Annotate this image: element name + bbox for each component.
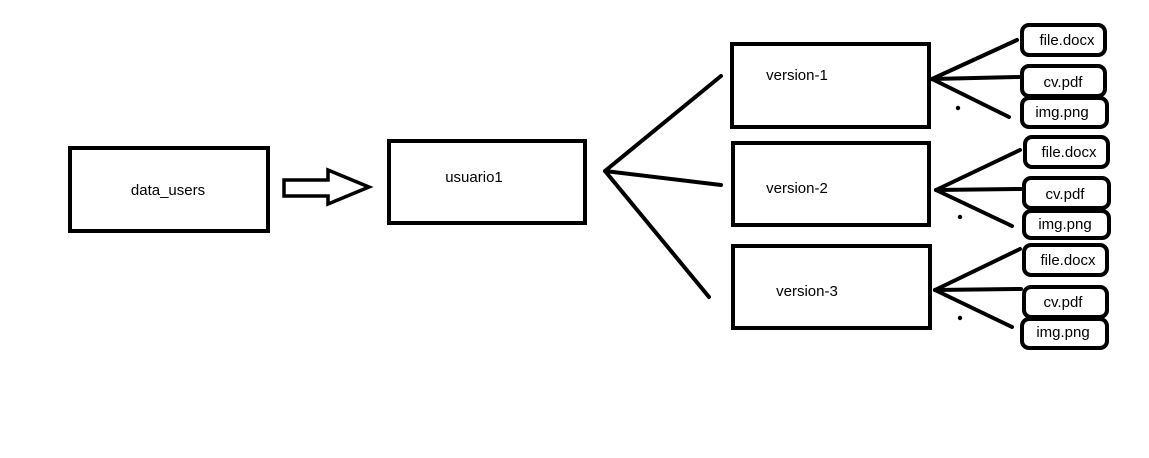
file-node — [1022, 176, 1111, 210]
version-group: version-3 file.docx cv.pdf img.png — [731, 243, 1109, 350]
file-label: cv.pdf — [1044, 74, 1084, 91]
branch-line-version-1 — [603, 74, 723, 173]
version-label: version-2 — [766, 180, 828, 197]
version-box — [731, 141, 931, 227]
file-label: img.png — [1038, 216, 1091, 233]
file-label: file.docx — [1040, 252, 1096, 269]
file-branch-line — [934, 187, 1023, 192]
data-users-label: data_users — [131, 182, 205, 199]
file-branch-line — [934, 188, 1014, 228]
version-box — [731, 244, 932, 330]
file-branch-line — [933, 288, 1014, 329]
usuario1-label: usuario1 — [445, 169, 503, 186]
file-branch-line — [930, 75, 1021, 81]
file-label: cv.pdf — [1044, 294, 1084, 311]
file-branch-line — [930, 38, 1019, 81]
file-label: img.png — [1036, 324, 1089, 341]
file-branch-line — [933, 287, 1023, 292]
file-node — [1020, 96, 1109, 129]
version-group: version-1 file.docx cv.pdf img.png — [730, 23, 1109, 129]
ellipsis-dot — [957, 315, 963, 321]
file-label: file.docx — [1041, 144, 1097, 161]
file-node — [1023, 135, 1110, 169]
version-group: version-2 file.docx cv.pdf img.png — [731, 135, 1111, 240]
file-node — [1020, 317, 1109, 350]
file-node — [1022, 243, 1109, 277]
file-label: file.docx — [1039, 32, 1095, 49]
version-label: version-3 — [776, 283, 838, 300]
file-branch-line — [933, 247, 1022, 292]
file-branch-line — [930, 77, 1011, 119]
file-branch-line — [934, 148, 1022, 192]
version-label: version-1 — [766, 67, 828, 84]
usuario1-box — [387, 139, 587, 225]
file-label: cv.pdf — [1046, 186, 1086, 203]
ellipsis-dot — [955, 105, 961, 111]
branch-line-version-3 — [603, 169, 711, 299]
branch-line-version-2 — [603, 169, 723, 187]
arrow-icon — [282, 167, 374, 207]
data-users-box — [68, 146, 270, 233]
file-node — [1020, 23, 1107, 57]
file-label: img.png — [1035, 104, 1088, 121]
ellipsis-dot — [957, 214, 963, 220]
file-node — [1022, 209, 1111, 240]
version-box — [730, 42, 931, 129]
